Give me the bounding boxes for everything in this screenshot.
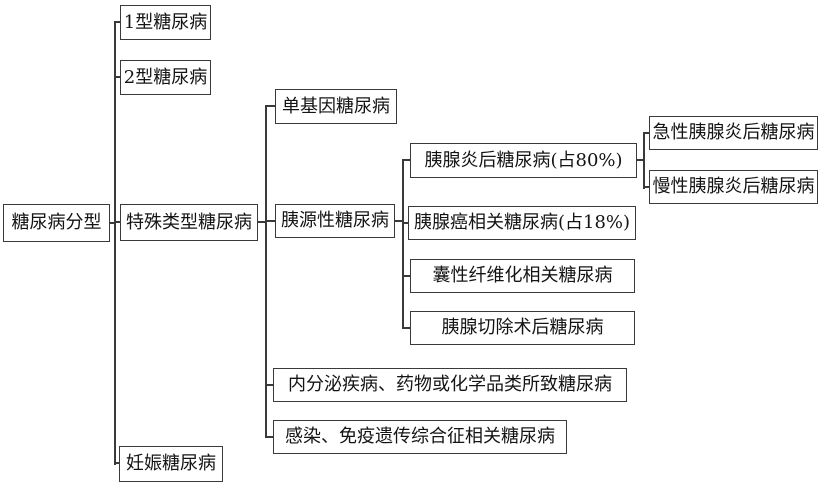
node-endocrine-drug-chemical-diabetes: 内分泌疾病、药物或化学品类所致糖尿病 [273, 368, 627, 402]
node-gestational-diabetes: 妊娠糖尿病 [119, 446, 223, 482]
node-type2-diabetes: 2型糖尿病 [120, 60, 211, 95]
connector-to-special-type-diabetes [114, 221, 120, 223]
node-post-pancreatectomy-diabetes: 胰腺切除术后糖尿病 [410, 311, 635, 345]
node-type1-diabetes: 1型糖尿病 [120, 5, 211, 40]
connector-trunk-pancreatogenic-children [402, 159, 404, 329]
connector-to-pancreatic-cancer-diabetes [402, 222, 408, 224]
connector-to-type1-diabetes [114, 21, 120, 23]
connector-to-type2-diabetes [114, 76, 120, 78]
node-pancreatic-cancer-related-diabetes: 胰腺癌相关糖尿病(占18%) [408, 206, 636, 240]
connector-root-to-trunk [110, 222, 116, 224]
connector-to-post-pancreatitis-diabetes [402, 159, 410, 161]
node-post-acute-pancreatitis-diabetes: 急性胰腺炎后糖尿病 [649, 116, 818, 150]
node-post-pancreatitis-diabetes: 胰腺炎后糖尿病(占80%) [410, 143, 637, 178]
connector-to-chronic-pancreatitis-diabetes [643, 186, 649, 188]
connector-pancreatogenic-to-trunk [395, 220, 404, 222]
connector-to-gestational-diabetes [114, 462, 120, 464]
node-infection-immune-genetic-diabetes: 感染、免疫遗传综合征相关糖尿病 [273, 420, 567, 454]
node-diabetes-classification: 糖尿病分型 [3, 204, 110, 242]
node-post-chronic-pancreatitis-diabetes: 慢性胰腺炎后糖尿病 [649, 170, 818, 204]
node-pancreatogenic-diabetes: 胰源性糖尿病 [275, 204, 395, 238]
connector-trunk-special-children [265, 105, 267, 438]
connector-to-pancreatogenic-diabetes [265, 220, 275, 222]
connector-to-endocrine-drug-diabetes [265, 384, 273, 386]
connector-to-infection-immune-diabetes [265, 436, 273, 438]
connector-trunk-root-children [114, 21, 116, 465]
node-cystic-fibrosis-related-diabetes: 囊性纤维化相关糖尿病 [410, 259, 635, 293]
connector-post-pancreatitis-to-trunk [637, 159, 645, 161]
connector-to-post-pancreatectomy-diabetes [402, 327, 410, 329]
connector-to-cystic-fibrosis-diabetes [402, 275, 410, 277]
connector-special-to-trunk [258, 221, 267, 223]
connector-to-acute-pancreatitis-diabetes [643, 132, 649, 134]
node-monogenic-diabetes: 单基因糖尿病 [275, 89, 397, 124]
connector-to-monogenic-diabetes [265, 105, 275, 107]
node-special-type-diabetes: 特殊类型糖尿病 [120, 204, 258, 241]
